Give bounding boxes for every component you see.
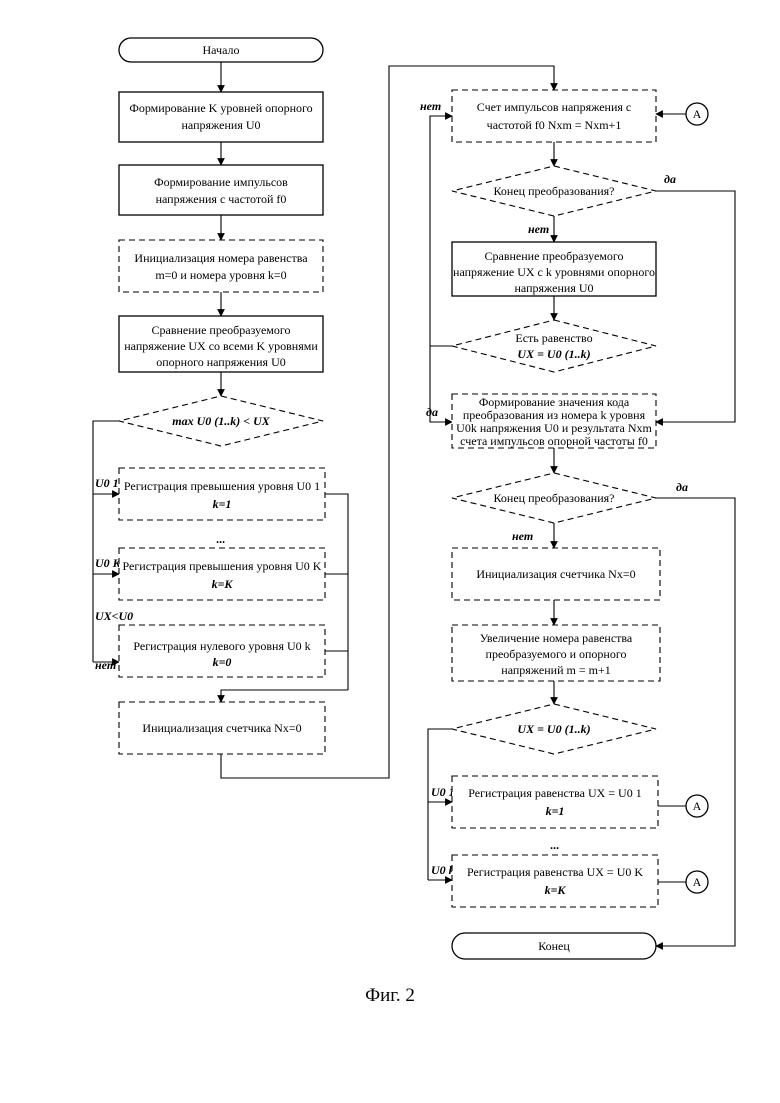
decision-eq-line1: Есть равенство: [515, 331, 592, 345]
branch-net-mid: нет: [528, 222, 549, 236]
end-conv-2-label: Конец преобразования?: [494, 491, 615, 505]
compare-all-line1: Сравнение преобразуемого: [152, 323, 291, 337]
connector-a-top-label: A: [693, 107, 702, 121]
start-label: Начало: [203, 43, 240, 57]
count-pulses-line1: Счет импульсов напряжения с: [477, 100, 632, 114]
init-numbers-block: [119, 240, 323, 292]
reg-zero-line2: k=0: [213, 655, 232, 669]
compare-k-line1: Сравнение преобразуемого: [485, 249, 624, 263]
form-levels-block: [119, 92, 323, 142]
increase-m-line1: Увеличение номера равенства: [480, 631, 633, 645]
reg-exceed-k-line1: Регистрация превышения уровня U0 K: [123, 559, 322, 573]
form-code-line1: Формирование значения кода: [479, 395, 630, 409]
connector-a-bottom-label: A: [693, 875, 702, 889]
init-counter-right-label: Инициализация счетчика Nx=0: [476, 567, 635, 581]
branch-net-lower: нет: [512, 529, 533, 543]
branch-net-top: нет: [420, 99, 441, 113]
ellipsis-right: ...: [551, 838, 560, 852]
init-counter-left-label: Инициализация счетчика Nx=0: [142, 721, 301, 735]
ellipsis-left: ...: [217, 532, 226, 546]
compare-k-line3: напряжения U0: [514, 281, 593, 295]
form-code-line4: счета импульсов опорной частоты f0: [460, 434, 648, 448]
form-levels-line2: напряжения U0: [181, 118, 260, 132]
form-code-line3: U0k напряжения U0 и результата Nxm: [456, 421, 652, 435]
reg-eq-1-line1: Регистрация равенства UX = U0 1: [468, 786, 641, 800]
form-code-line2: преобразования из номера k уровня: [463, 408, 646, 422]
branch-da-lower: да: [676, 480, 688, 494]
form-levels-line1: Формирование K уровней опорного: [129, 101, 312, 115]
connector-a-mid-label: A: [693, 799, 702, 813]
reg-eq-1-block: [452, 776, 658, 828]
decision-eq-diamond: [452, 320, 656, 372]
increase-m-line3: напряжений m = m+1: [501, 663, 610, 677]
branch-u0k-right: U0 k: [431, 863, 455, 877]
init-numbers-line1: Инициализация номера равенства: [134, 251, 308, 265]
compare-k-line2: напряжение UX с k уровнями опорного: [453, 265, 655, 279]
reg-zero-line1: Регистрация нулевого уровня U0 k: [133, 639, 310, 653]
branch-u0k-left: U0 K: [95, 556, 122, 570]
compare-all-line2: напряжение UX со всеми K уровнями: [124, 339, 318, 353]
init-numbers-line2: m=0 и номера уровня k=0: [155, 268, 286, 282]
branch-ux-lt-u0: UX<U0: [95, 609, 133, 623]
reg-eq-k-line1: Регистрация равенства UX = U0 K: [467, 865, 643, 879]
figure-caption: Фиг. 2: [0, 985, 780, 1007]
decision-max-label: max U0 (1..k) < UX: [172, 414, 270, 428]
form-pulses-line1: Формирование импульсов: [154, 175, 288, 189]
decision-eq-line2: UX = U0 (1..k): [517, 347, 590, 361]
reg-exceed-k-line2: k=K: [212, 577, 234, 591]
form-pulses-block: [119, 165, 323, 215]
branch-net-left: нет: [95, 658, 116, 672]
count-pulses-line2: частотой f0 Nxm = Nxm+1: [487, 118, 622, 132]
branch-da-mid: да: [426, 405, 438, 419]
reg-exceed-1-block: [119, 468, 325, 520]
branch-u01-left: U0 1: [95, 476, 119, 490]
count-pulses-block: [452, 90, 656, 142]
decision-eq2-label: UX = U0 (1..k): [517, 722, 590, 736]
reg-eq-1-line2: k=1: [546, 804, 565, 818]
reg-eq-k-line2: k=K: [545, 883, 567, 897]
form-pulses-line2: напряжения с частотой f0: [156, 192, 287, 206]
compare-all-line3: опорного напряжения U0: [156, 355, 286, 369]
branch-u01-right: U0 1: [431, 785, 455, 799]
end-label: Конец: [538, 939, 570, 953]
reg-exceed-k-block: [119, 548, 325, 600]
reg-eq-k-block: [452, 855, 658, 907]
reg-exceed-1-line2: k=1: [213, 497, 232, 511]
reg-exceed-1-line1: Регистрация превышения уровня U0 1: [124, 479, 320, 493]
end-conv-1-label: Конец преобразования?: [494, 184, 615, 198]
branch-da-top: да: [664, 172, 676, 186]
increase-m-line2: преобразуемого и опорного: [486, 647, 627, 661]
